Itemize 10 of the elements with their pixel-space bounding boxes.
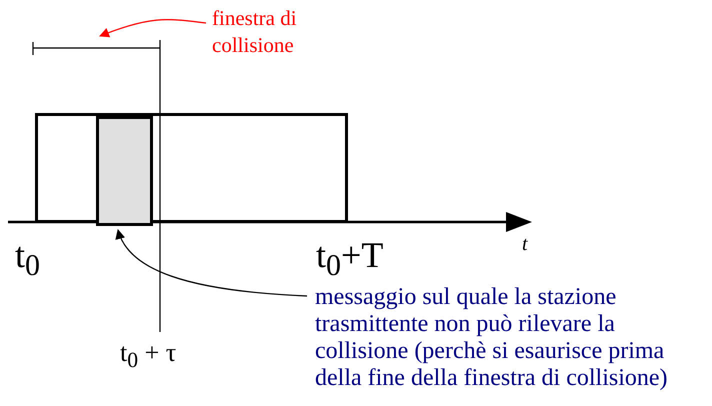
- note-text: messaggio sul quale la stazione trasmittente non può rilevare la collisione (perchè si esaurisce prima della fine della finestra di collisione): [315, 284, 669, 392]
- frame-box: [35, 113, 348, 223]
- time-label: t$_{0}$ + τ: [120, 340, 176, 372]
- time-label: t$_{0}$: [15, 237, 40, 282]
- time-label: t$_{0}$+T: [316, 237, 384, 282]
- arrow: [116, 229, 308, 297]
- axis-label: t: [522, 234, 528, 254]
- arrow: [99, 19, 206, 38]
- shaded-message-box: [96, 116, 153, 226]
- window-label: finestra di collisione: [212, 5, 298, 59]
